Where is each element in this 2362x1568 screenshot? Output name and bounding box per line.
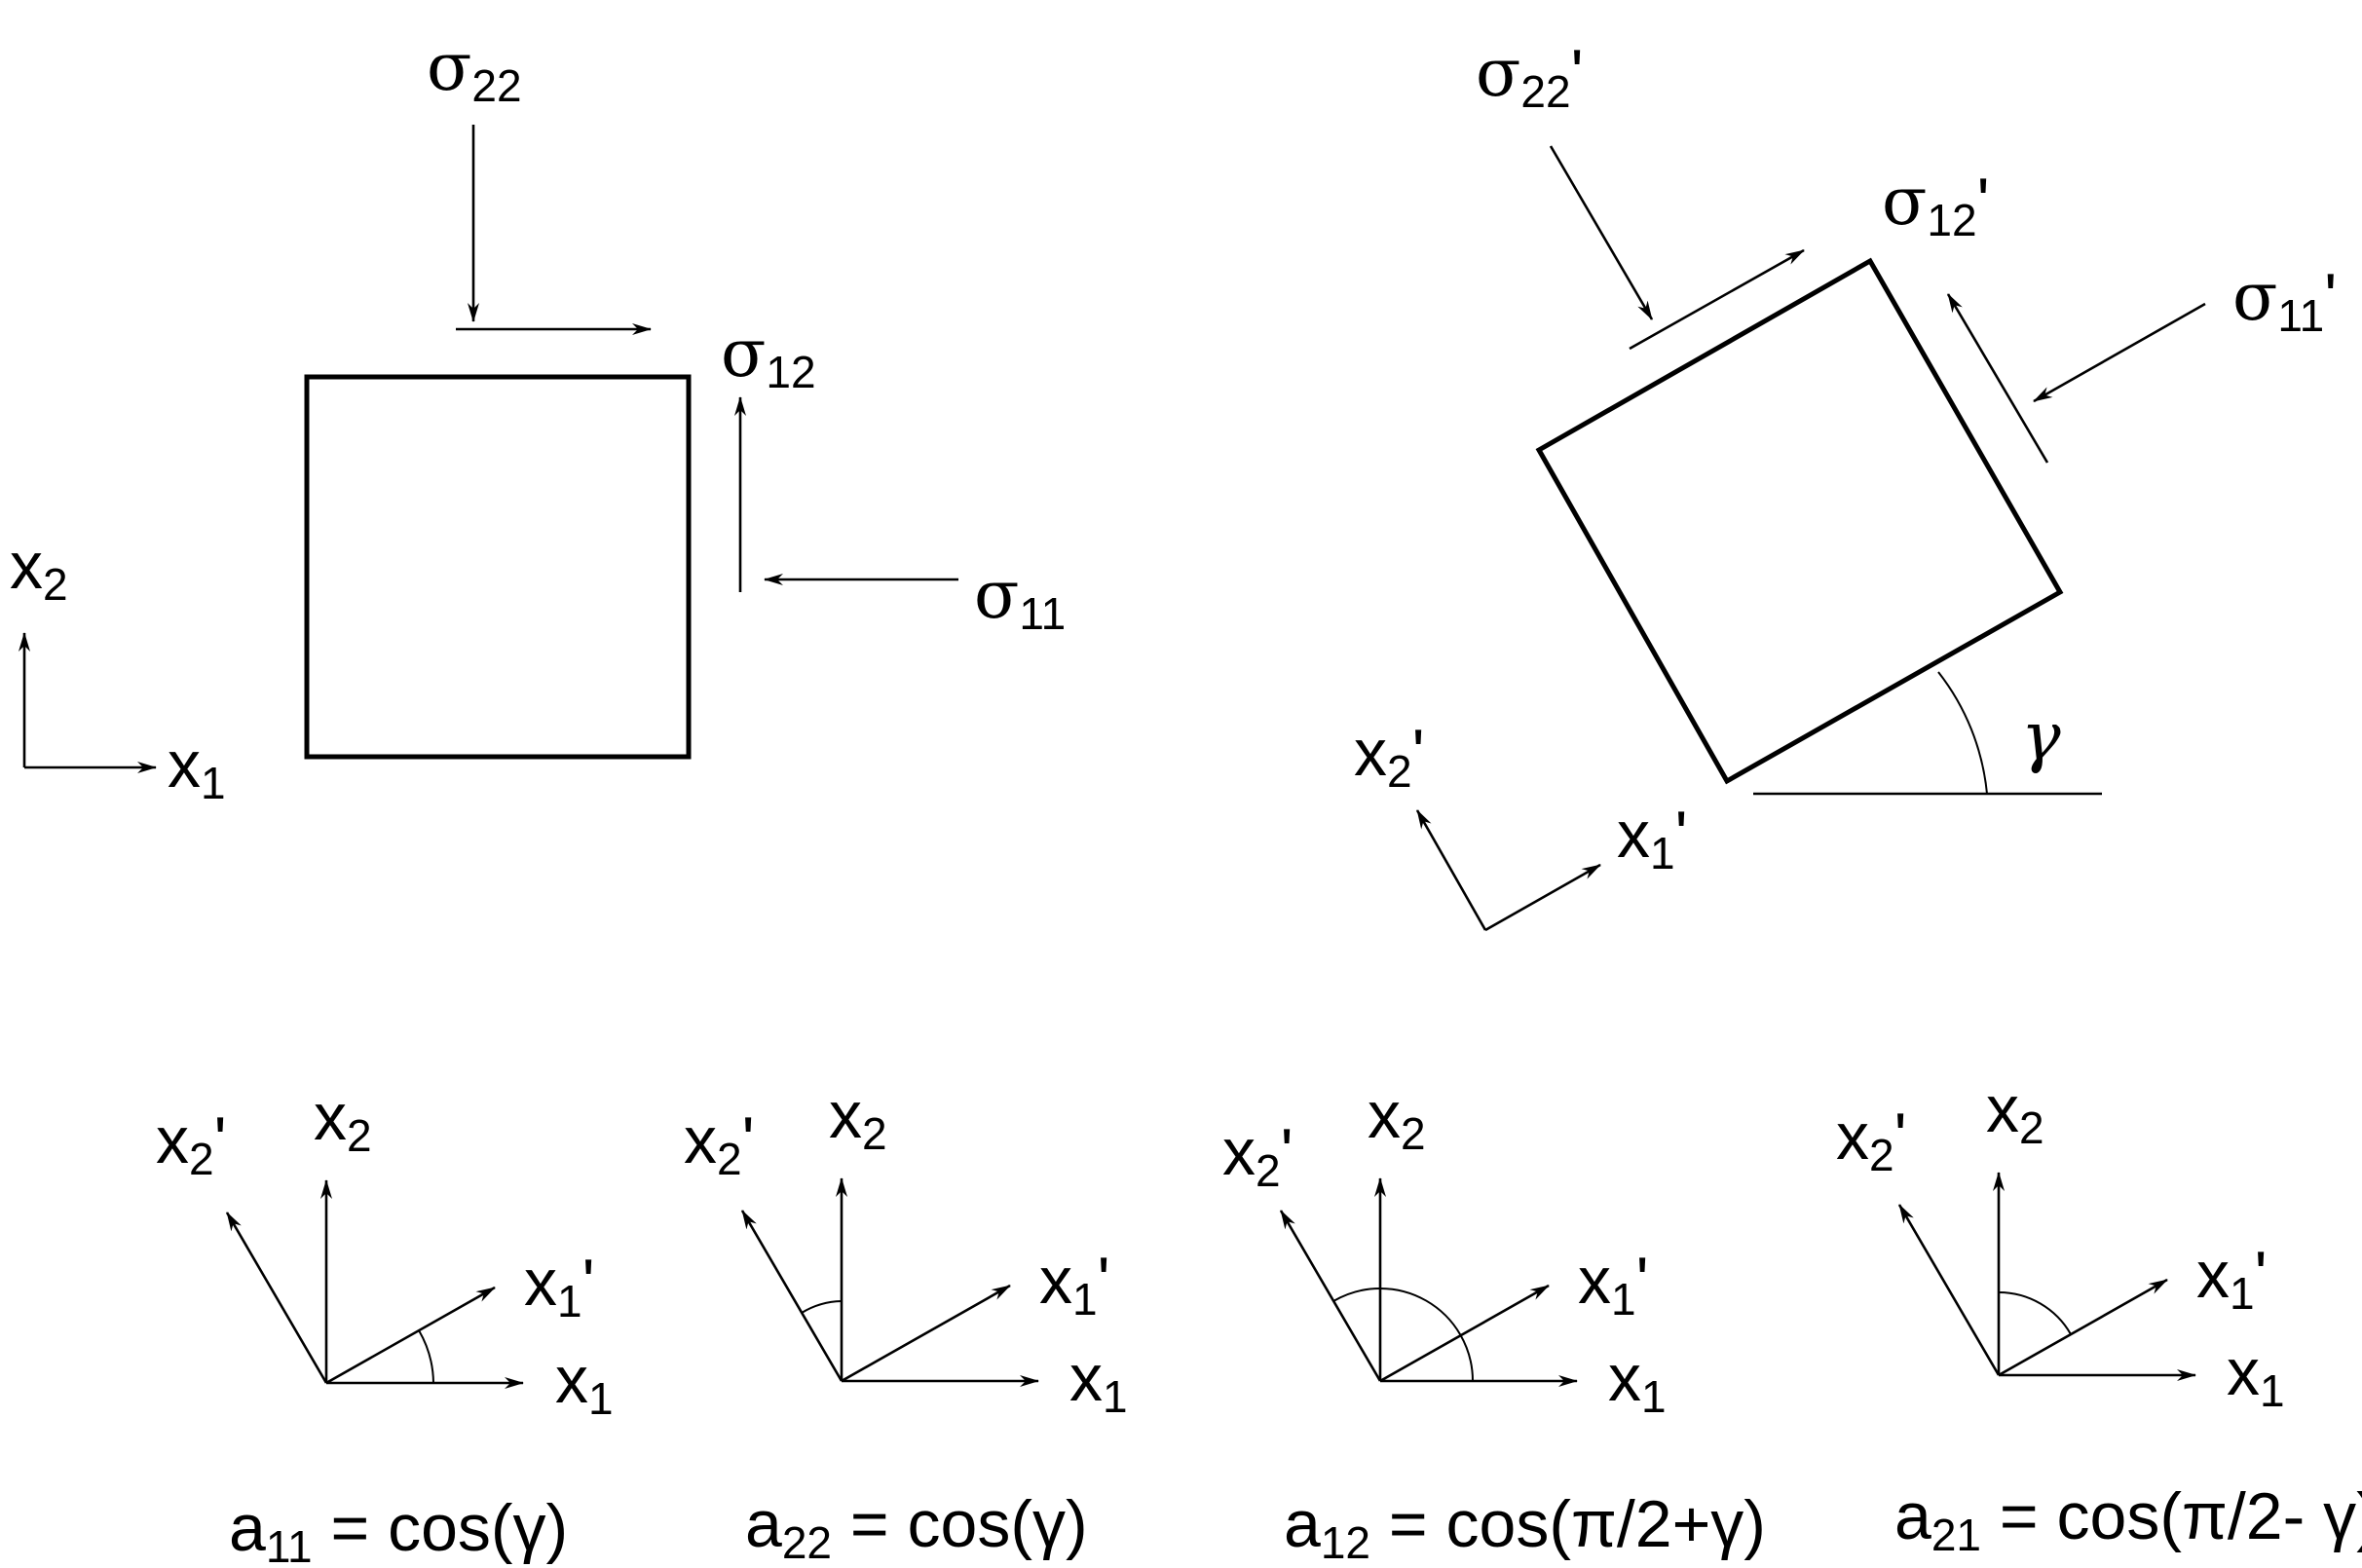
panel-a21-x1-prime-axis (1998, 1278, 2168, 1377)
label-x2-prime: x2' (1354, 716, 1425, 797)
panel-a12-label-x2: x2 (1368, 1078, 1426, 1159)
panel-a11-x2-prime-axis (225, 1212, 328, 1384)
rotated-element-square (1535, 257, 2064, 785)
panel-a22-label-x1: x1 (1069, 1341, 1128, 1422)
panel-a22-angle-arc (801, 1300, 843, 1314)
panel-a21: x2' x2 x1' x1 a21 = cos(π/2- γ) (1836, 1072, 2362, 1560)
label-sigma22: σ22 (427, 29, 522, 111)
sigma12-prime-top-arrow (1629, 248, 1805, 351)
panel-a22-label-x1-prime: x1' (1039, 1244, 1110, 1325)
original-element-square (304, 374, 692, 760)
panel-a22-x1-prime-axis (841, 1284, 1011, 1383)
label-sigma12: σ12 (721, 316, 816, 397)
rotated-element-group: σ22' σ12' σ11' γ x2' x1' (1354, 35, 2337, 932)
label-sigma22-prime: σ22' (1476, 35, 1584, 117)
equation-a22: a22 = cos(γ) (745, 1487, 1088, 1568)
label-sigma12-prime: σ12' (1882, 164, 1990, 245)
panel-a22-x2-prime-axis (740, 1210, 844, 1382)
panel-a11-label-x1: x1 (555, 1343, 614, 1424)
direction-cosine-diagrams: x2' x2 x1' x1 a11 = cos(γ) x2' x2 x1' x1… (156, 1072, 2362, 1568)
label-sigma11-prime: σ11' (2232, 259, 2337, 341)
panel-a21-label-x1-prime: x1' (2196, 1238, 2268, 1319)
label-sigma11: σ11 (974, 557, 1066, 639)
panel-a12-label-x1: x1 (1608, 1341, 1667, 1422)
panel-a21-label-x2: x2 (1986, 1072, 2044, 1153)
axis-x2-prime-arrow (1415, 809, 1487, 931)
panel-a11-label-x1-prime: x1' (524, 1246, 595, 1326)
panel-a21-x2-prime-axis (1897, 1204, 2001, 1376)
panel-a11-x1-prime-axis (325, 1286, 496, 1385)
original-element-group: σ22 σ12 σ11 x2 x1 (10, 29, 1066, 808)
panel-a21-label-x1: x1 (2227, 1335, 2285, 1416)
label-x2: x2 (10, 529, 68, 610)
panel-a12: x2' x2 x1' x1 a12 = cos(π/2+γ) (1222, 1078, 1766, 1568)
panel-a22: x2' x2 x1' x1 a22 = cos(γ) (684, 1078, 1128, 1568)
axis-x1-prime-arrow (1484, 863, 1601, 932)
panel-a21-label-x2-prime: x2' (1836, 1100, 1907, 1180)
panel-a12-angle-arc (1332, 1288, 1474, 1382)
label-x1: x1 (168, 728, 226, 808)
panel-a11: x2' x2 x1' x1 a11 = cos(γ) (156, 1080, 614, 1568)
panel-a12-x2-prime-axis (1279, 1210, 1382, 1382)
panel-a11-angle-arc (418, 1329, 434, 1384)
panel-a22-label-x2-prime: x2' (684, 1103, 755, 1184)
sigma12-prime-right-arrow (1946, 293, 2049, 464)
panel-a22-label-x2: x2 (829, 1078, 887, 1159)
label-x1-prime: x1' (1617, 798, 1688, 878)
panel-a12-label-x1-prime: x1' (1578, 1244, 1649, 1325)
label-gamma: γ (2021, 699, 2061, 776)
panel-a11-label-x2-prime: x2' (156, 1103, 227, 1184)
panel-a21-angle-arc (1998, 1290, 2072, 1335)
panel-a12-label-x2-prime: x2' (1222, 1115, 1293, 1196)
sigma11-prime-arrow (2033, 302, 2206, 403)
equation-a12: a12 = cos(π/2+γ) (1284, 1487, 1766, 1568)
panel-a11-label-x2: x2 (314, 1080, 372, 1161)
equation-a21: a21 = cos(π/2- γ) (1894, 1479, 2362, 1560)
gamma-arc (1937, 671, 1988, 795)
panel-a12-x1-prime-axis (1379, 1284, 1550, 1383)
sigma22-prime-arrow (1549, 145, 1654, 320)
equation-a11: a11 = cos(γ) (229, 1491, 568, 1568)
